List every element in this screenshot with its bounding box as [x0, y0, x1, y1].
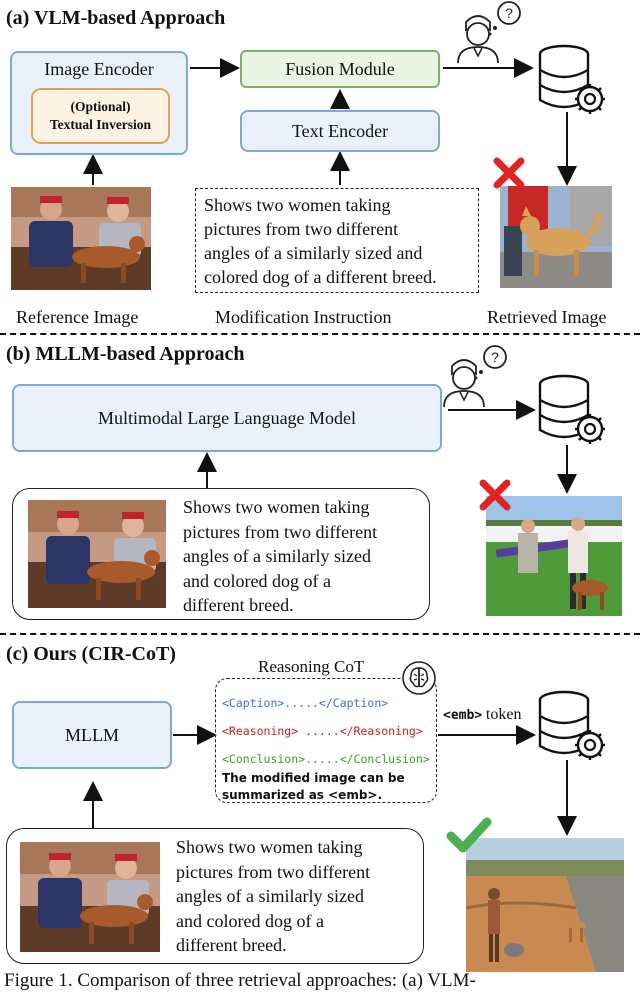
- svg-text:?: ?: [505, 5, 513, 21]
- label-reference-image: Reference Image: [16, 307, 139, 327]
- reasoning-cot-label: Reasoning CoT: [258, 657, 365, 676]
- label-modification-instruction: Modification Instruction: [215, 307, 392, 327]
- instruction-line: Shows two women taking: [183, 497, 370, 517]
- database-icon: [538, 44, 605, 114]
- instruction-line: pictures from two different: [183, 521, 378, 542]
- instruction-line: angles of a similarly sized: [183, 546, 371, 566]
- text-encoder-label: Text Encoder: [291, 120, 389, 141]
- section-a-title: (a) VLM-based Approach: [6, 7, 226, 29]
- image-encoder-label: Image Encoder: [44, 59, 154, 79]
- modification-instruction-c: Shows two women taking pictures from two…: [176, 835, 370, 958]
- cot-reasoning-tag: <Reasoning> .....</Reasoning>: [222, 724, 423, 738]
- section-b-title: (b) MLLM-based Approach: [6, 343, 245, 365]
- mllm-large-box: Multimodal Large Language Model: [12, 384, 442, 452]
- instruction-line: pictures from two different: [176, 861, 371, 882]
- emb-token-label: <emb> token: [443, 706, 521, 724]
- svg-text:?: ?: [491, 349, 499, 365]
- section-c-title: (c) Ours (CIR-CoT): [6, 643, 176, 665]
- textual-inversion-label: Textual Inversion: [49, 117, 152, 132]
- fusion-module-box: Fusion Module: [240, 50, 440, 88]
- mllm-box: MLLM: [12, 701, 172, 769]
- instruction-line: Shows two women taking: [204, 195, 391, 215]
- instruction-line: colored dog of a different breed.: [204, 267, 437, 287]
- emb-tag: <emb>: [443, 708, 483, 723]
- retrieved-image-a: [500, 186, 612, 288]
- label-retrieved-image: Retrieved Image: [487, 307, 607, 327]
- fusion-module-label: Fusion Module: [285, 58, 395, 79]
- reasoning-cot-box: <Caption>.....</Caption> <Reasoning> ...…: [215, 678, 437, 803]
- figure-caption: Figure 1. Comparison of three retrieval …: [4, 970, 476, 991]
- modification-instruction-b: Shows two women taking pictures from two…: [183, 495, 377, 618]
- instruction-line: different breed.: [183, 595, 294, 615]
- brain-icon: [402, 661, 436, 695]
- optional-label: (Optional): [70, 99, 131, 115]
- mllm-large-label: Multimodal Large Language Model: [97, 407, 357, 428]
- section-divider: [0, 333, 640, 335]
- instruction-line: pictures from two different: [204, 219, 399, 239]
- database-icon: [538, 690, 605, 760]
- user-question-icon: ?: [457, 1, 521, 64]
- user-question-icon: ?: [443, 345, 507, 408]
- text-encoder-box: Text Encoder: [240, 110, 440, 152]
- reference-image-c: [20, 842, 160, 952]
- instruction-line: and colored dog of a: [183, 570, 331, 591]
- database-icon: [538, 374, 605, 444]
- reference-image-a: [11, 187, 151, 290]
- instruction-line: Shows two women taking: [176, 837, 363, 857]
- textual-inversion-box: (Optional) Textual Inversion: [31, 88, 170, 144]
- reference-image-b: [28, 500, 166, 608]
- cross-icon: [493, 157, 525, 189]
- cot-summary-line: The modified image can be: [222, 771, 405, 785]
- cross-icon: [479, 479, 511, 511]
- cot-conclusion-tag: <Conclusion>.....</Conclusion>: [222, 752, 430, 766]
- instruction-line: angles of a similarly sized and: [204, 243, 423, 263]
- retrieved-image-c: [466, 838, 624, 972]
- mllm-label: MLLM: [65, 724, 119, 745]
- instruction-line: and colored dog of a: [176, 910, 324, 931]
- section-divider: [0, 633, 640, 635]
- check-icon: [446, 817, 492, 853]
- cot-summary-line: summarized as <emb>.: [222, 788, 383, 802]
- instruction-line: angles of a similarly sized: [176, 886, 364, 906]
- retrieved-image-b: [486, 496, 622, 616]
- modification-instruction-box-a: Shows two women taking pictures from two…: [195, 188, 479, 293]
- instruction-line: different breed.: [176, 935, 287, 955]
- emb-token-word: token: [485, 706, 522, 723]
- cot-caption-tag: <Caption>.....</Caption>: [222, 696, 389, 710]
